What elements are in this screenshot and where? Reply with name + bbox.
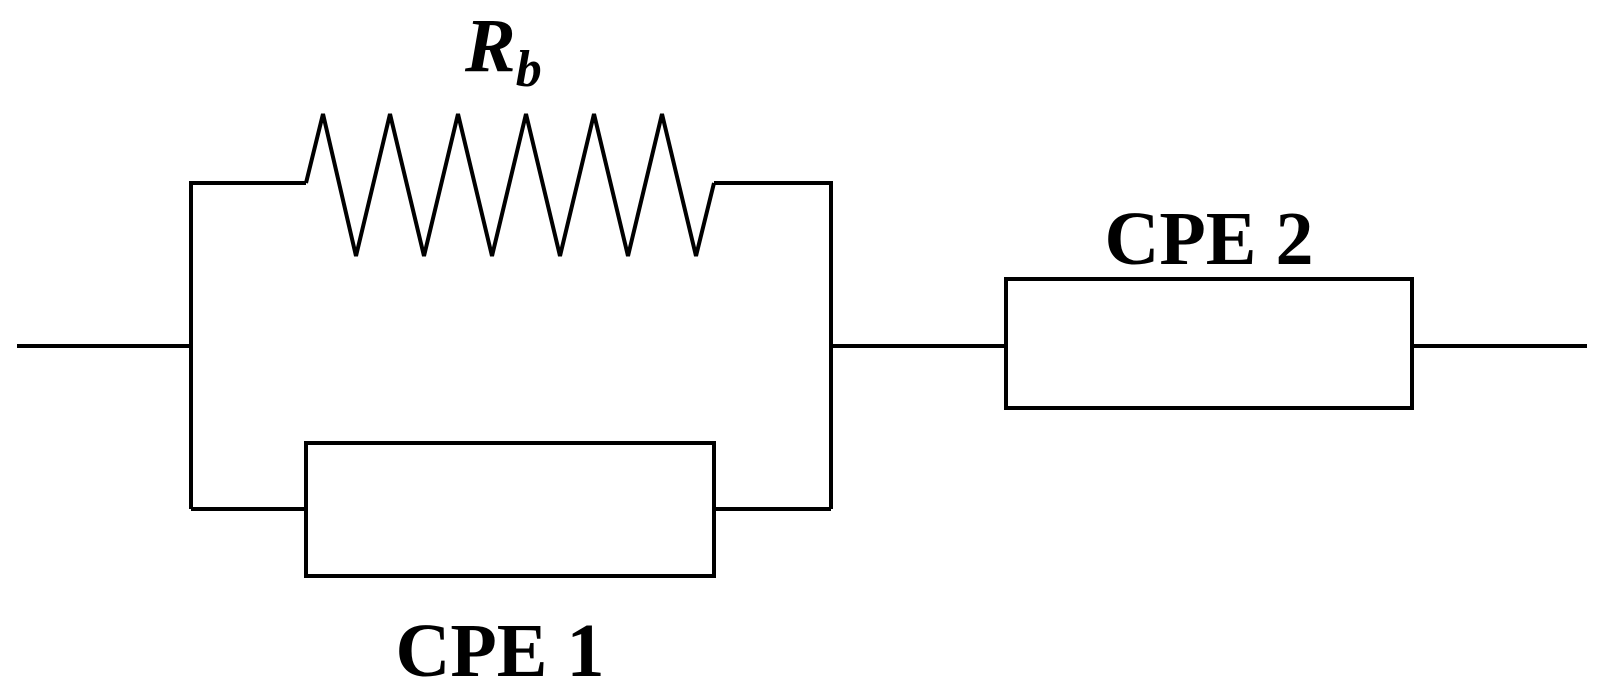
resistor-label-main: R bbox=[464, 4, 516, 88]
cpe1-element-box bbox=[304, 441, 716, 578]
cpe1-label: CPE 1 bbox=[396, 609, 605, 693]
cpe2-label: CPE 2 bbox=[1105, 197, 1314, 281]
cpe2-element-box bbox=[1004, 277, 1414, 410]
resistor-rb-label: Rb bbox=[464, 4, 542, 98]
resistor-label-subscript: b bbox=[516, 41, 542, 98]
resistor-rb-zigzag bbox=[304, 113, 716, 257]
